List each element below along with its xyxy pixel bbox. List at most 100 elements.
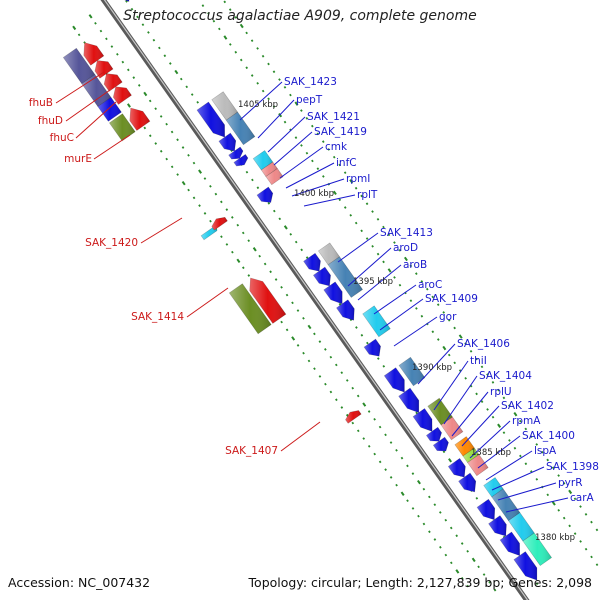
tick-dot xyxy=(595,563,599,567)
tick-dot xyxy=(513,446,517,450)
tick-dot xyxy=(274,278,278,281)
gene-arrow-shading xyxy=(104,73,123,92)
gene-label-lspa[interactable]: lspA xyxy=(534,445,557,457)
tick-dot xyxy=(239,23,244,29)
gene-label-arob[interactable]: aroB xyxy=(403,259,427,271)
tick-dot xyxy=(225,208,229,211)
tick-dot xyxy=(431,295,435,299)
gene-arrow-shading xyxy=(513,551,537,581)
gene-arrow-shading xyxy=(228,147,243,160)
gene-label-aroc[interactable]: aroC xyxy=(418,279,442,291)
gene-label-sak-1398[interactable]: SAK_1398 xyxy=(546,461,599,473)
tick-dot xyxy=(179,77,183,81)
gene-arrow-shading xyxy=(384,367,405,393)
gene-label-rplu[interactable]: rplU xyxy=(490,386,512,398)
tick-dot xyxy=(450,561,453,565)
gene-label-sak-1407[interactable]: SAK_1407 xyxy=(225,445,278,457)
gene-label-sak-1414[interactable]: SAK_1414 xyxy=(131,311,184,323)
tick-dot xyxy=(126,68,130,72)
tick-dot xyxy=(250,74,254,77)
tick-dot xyxy=(384,433,387,437)
gene-label-rpma[interactable]: rpmA xyxy=(512,415,541,427)
gene-label-thii[interactable]: thiI xyxy=(470,355,487,367)
tick-dot xyxy=(343,171,347,175)
gene-arrow-shading xyxy=(257,187,273,203)
genome-stats: Topology: circular; Length: 2,127,839 bp… xyxy=(248,575,592,590)
gene-label-rplt[interactable]: rplT xyxy=(357,189,378,201)
tick-dot xyxy=(395,483,398,487)
gene-label-gor[interactable]: gor xyxy=(439,311,457,323)
tick-dot xyxy=(245,66,249,70)
tick-dot xyxy=(480,400,484,403)
gene-label-mure[interactable]: murE xyxy=(64,153,92,165)
gene-arrow-shading xyxy=(313,267,331,286)
gene-label-sak-1402[interactable]: SAK_1402 xyxy=(501,400,554,412)
gene-label-sak-1419[interactable]: SAK_1419 xyxy=(314,126,367,138)
tick-dot xyxy=(252,247,257,252)
tick-dot xyxy=(436,303,440,307)
tick-dot xyxy=(324,348,327,351)
gene-label-infc[interactable]: infC xyxy=(336,157,357,169)
tick-dot xyxy=(283,120,287,124)
accession-value: NC_007432 xyxy=(78,575,151,590)
tick-dot xyxy=(497,388,500,392)
gene-label-fhuc[interactable]: fhuC xyxy=(50,132,74,144)
tick-dot xyxy=(513,412,518,417)
tick-dot xyxy=(400,456,404,460)
tick-dot xyxy=(568,489,573,495)
tick-dot xyxy=(384,468,387,471)
tick-dot xyxy=(460,576,464,580)
tick-dot xyxy=(272,209,276,213)
leader-line xyxy=(477,435,521,469)
tick-dot xyxy=(524,462,528,466)
tick-dot xyxy=(453,326,456,330)
tick-dot xyxy=(406,464,409,468)
gene-arrow-shading xyxy=(398,388,419,413)
leader-line xyxy=(285,162,335,189)
gene-label-arod[interactable]: aroD xyxy=(393,242,418,254)
tick-dot xyxy=(307,324,312,330)
gene-label-rpmi[interactable]: rpmI xyxy=(346,173,370,185)
tick-dot xyxy=(415,307,418,310)
leader-line xyxy=(140,217,183,244)
tick-dot xyxy=(228,43,232,46)
tick-dot xyxy=(212,19,216,23)
tick-dot xyxy=(449,526,453,530)
scale-label: 1400 kbp xyxy=(294,189,334,199)
tick-dot xyxy=(387,268,392,273)
tick-dot xyxy=(192,161,196,165)
gene-arrow-shading xyxy=(226,112,255,145)
tick-dot xyxy=(307,359,311,363)
tick-dot xyxy=(442,311,446,314)
gene-label-sak-1420[interactable]: SAK_1420 xyxy=(85,237,138,249)
tick-dot xyxy=(415,411,418,415)
gene-label-pept[interactable]: pepT xyxy=(296,94,323,106)
tick-dot xyxy=(239,58,243,62)
gene-label-fhub[interactable]: fhuB xyxy=(29,97,53,109)
gene-arrow-shading xyxy=(427,398,453,425)
gene-label-cara[interactable]: carA xyxy=(570,492,595,504)
gene-label-fhud[interactable]: fhuD xyxy=(38,115,63,127)
gene-arrow-shading xyxy=(81,74,111,107)
gene-arrow-shading xyxy=(336,299,355,321)
tick-dot xyxy=(185,85,189,89)
gene-label-sak-1423[interactable]: SAK_1423 xyxy=(284,76,337,88)
tick-dot xyxy=(469,349,473,353)
tick-dot xyxy=(126,103,131,108)
tick-dot xyxy=(568,524,571,528)
tick-dot xyxy=(442,450,446,454)
gene-label-sak-1404[interactable]: SAK_1404 xyxy=(479,370,532,382)
gene-label-sak-1406[interactable]: SAK_1406 xyxy=(457,338,510,350)
gene-label-pyrr[interactable]: pyrR xyxy=(558,477,583,489)
gene-label-cmk[interactable]: cmk xyxy=(325,141,348,153)
gene-label-sak-1421[interactable]: SAK_1421 xyxy=(307,111,360,123)
tick-dot xyxy=(302,317,305,320)
tick-dot xyxy=(382,225,385,229)
gene-label-sak-1400[interactable]: SAK_1400 xyxy=(522,430,575,442)
gene-label-sak-1409[interactable]: SAK_1409 xyxy=(425,293,478,305)
gene-label-sak-1413[interactable]: SAK_1413 xyxy=(380,227,433,239)
tick-dot xyxy=(203,212,207,215)
leader-line xyxy=(393,316,438,347)
tick-dot xyxy=(280,285,283,289)
tick-dot xyxy=(393,241,396,244)
